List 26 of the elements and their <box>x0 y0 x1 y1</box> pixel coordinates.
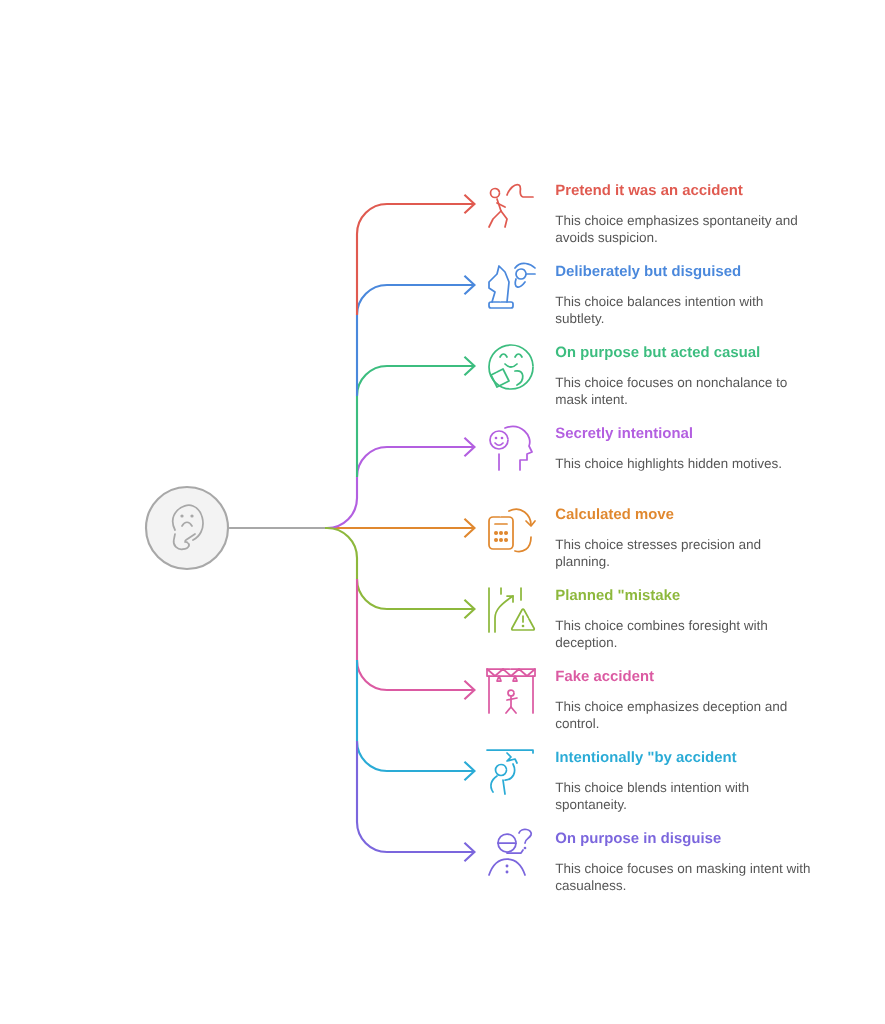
option-title: Deliberately but disguised <box>556 265 741 280</box>
option-description: This choice focuses on masking intent with casualness. <box>555 863 810 891</box>
option-title: Intentionally "by accident <box>556 751 737 766</box>
connector-line <box>355 315 359 396</box>
option-title: On purpose but acted casual <box>555 346 760 361</box>
option-description: This choice combines foresight with deception. <box>555 620 767 650</box>
option-description: This choice emphasizes spontaneity and avoids suspicion. <box>555 215 797 245</box>
option-description: This choice balances intention with subtlety. <box>555 296 763 326</box>
connector-line <box>355 396 359 477</box>
connector-line <box>355 579 359 660</box>
option-description: This choice blends intention with spontaneity. <box>555 782 749 812</box>
option-title: Fake accident <box>556 670 654 682</box>
option-title: Planned "mistake <box>556 589 680 601</box>
option-title: Pretend it was an accident <box>556 184 743 196</box>
option-title: Secretly intentional <box>555 427 692 442</box>
arrow <box>355 193 476 315</box>
connector-line <box>325 526 359 579</box>
option-title: On purpose in disguise <box>555 832 721 847</box>
connector-line <box>355 660 359 741</box>
option-description: This choice stresses precision and planning. <box>555 539 761 569</box>
arrow <box>355 741 476 863</box>
option-description: This choice highlights hidden motives. <box>555 458 781 471</box>
option-description: This choice emphasizes deception and control. <box>555 701 787 729</box>
connector-line <box>229 526 325 530</box>
option-description: This choice focuses on nonchalance to mask intent. <box>555 377 787 405</box>
option-title: Calculated move <box>555 508 674 520</box>
